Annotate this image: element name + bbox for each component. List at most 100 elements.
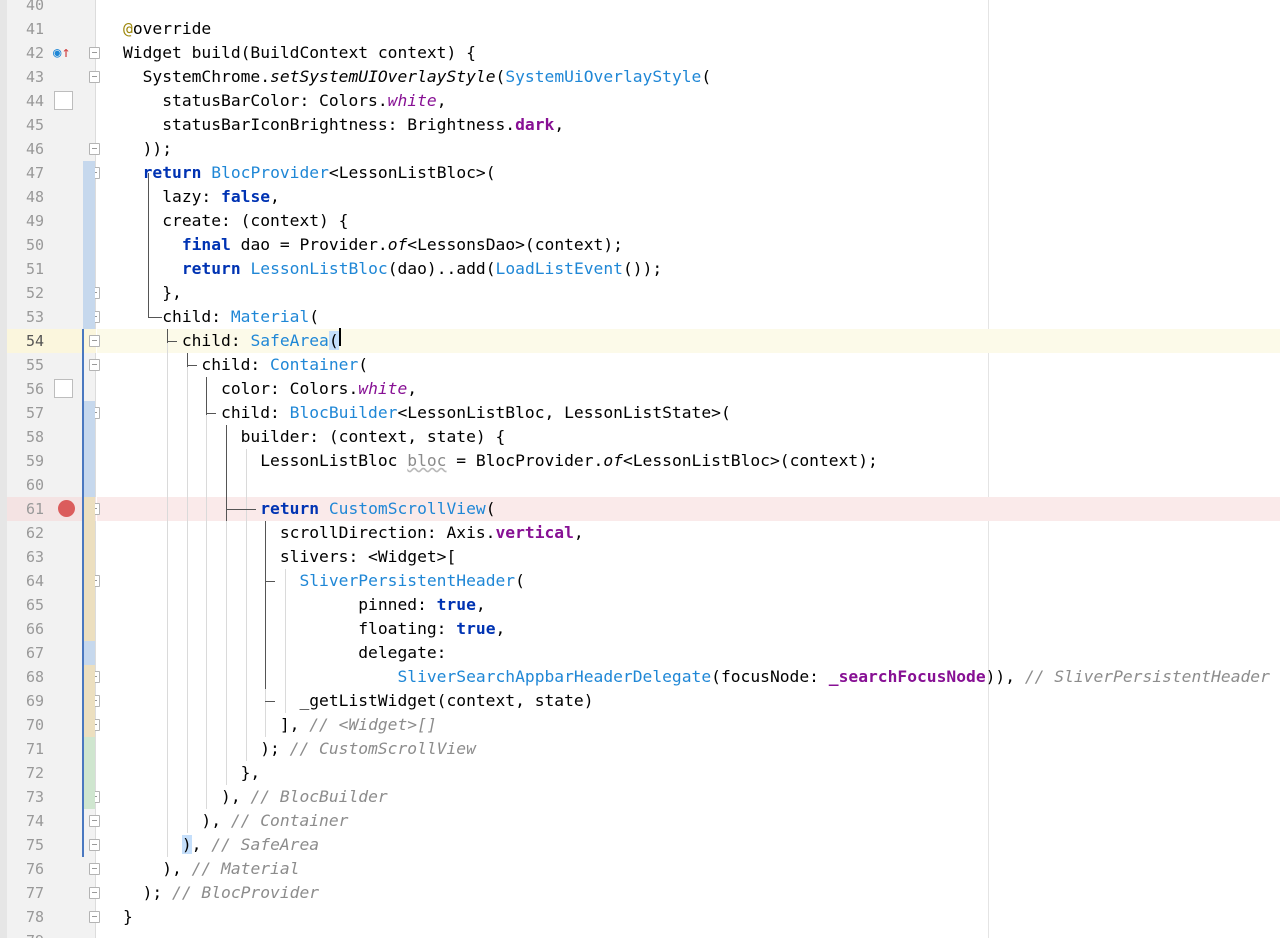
line-number[interactable]: 50 <box>25 236 44 254</box>
code-line[interactable]: 63 slivers: <Widget>[ <box>0 545 1280 569</box>
fold-toggle-icon[interactable] <box>89 143 100 155</box>
line-number[interactable]: 58 <box>25 428 44 446</box>
code-text[interactable]: ), // Container <box>123 811 349 830</box>
line-number[interactable]: 78 <box>25 908 44 926</box>
line-number[interactable]: 57 <box>25 404 44 422</box>
code-text[interactable]: pinned: true, <box>123 595 486 614</box>
code-text[interactable]: ), // SafeArea <box>181 835 320 854</box>
code-text[interactable]: child: Material( <box>123 307 320 326</box>
code-text[interactable]: return LessonListBloc(dao)..add(LoadList… <box>181 259 663 278</box>
line-number[interactable]: 70 <box>25 716 44 734</box>
code-text[interactable]: return CustomScrollView( <box>260 499 496 518</box>
code-text[interactable]: scrollDirection: Axis.vertical, <box>123 523 584 542</box>
line-number[interactable]: 59 <box>25 452 44 470</box>
color-swatch-white[interactable] <box>54 379 73 398</box>
code-text[interactable]: builder: (context, state) { <box>123 427 506 446</box>
line-number[interactable]: 72 <box>25 764 44 782</box>
line-number[interactable]: 48 <box>25 188 44 206</box>
line-number[interactable]: 71 <box>25 740 44 758</box>
code-line[interactable]: 48 lazy: false, <box>0 185 1280 209</box>
code-text[interactable]: @override <box>123 19 212 38</box>
line-number[interactable]: 60 <box>25 476 44 494</box>
code-text[interactable]: _getListWidget(context, state) <box>123 691 594 710</box>
line-number[interactable]: 74 <box>25 812 44 830</box>
line-number[interactable]: 55 <box>25 356 44 374</box>
code-text[interactable]: child: Container( <box>123 355 369 374</box>
line-number[interactable]: 65 <box>25 596 44 614</box>
gutter[interactable] <box>0 0 96 938</box>
code-line[interactable]: 43 SystemChrome.setSystemUIOverlayStyle(… <box>0 65 1280 89</box>
code-line[interactable]: 56 color: Colors.white, <box>0 377 1280 401</box>
line-number[interactable]: 45 <box>25 116 44 134</box>
line-number[interactable]: 42 <box>25 44 44 62</box>
fold-toggle-icon[interactable] <box>89 863 100 875</box>
code-text[interactable]: ); // CustomScrollView <box>260 739 476 758</box>
code-text[interactable]: floating: true, <box>123 619 506 638</box>
code-line[interactable]: 69 _getListWidget(context, state) <box>0 689 1280 713</box>
code-line[interactable]: 79 <box>0 929 1280 938</box>
code-line[interactable]: 40 <box>0 0 1280 17</box>
fold-toggle-icon[interactable] <box>89 359 100 371</box>
line-number[interactable]: 44 <box>25 92 44 110</box>
line-number[interactable]: 63 <box>25 548 44 566</box>
code-line[interactable]: 73 ), // BlocBuilder <box>0 785 1280 809</box>
code-text[interactable]: statusBarColor: Colors.white, <box>123 91 447 110</box>
color-swatch-white[interactable] <box>54 91 73 110</box>
code-text[interactable]: }, <box>123 283 182 302</box>
code-line[interactable]: 59 LessonListBloc bloc = BlocProvider.of… <box>0 449 1280 473</box>
code-line[interactable]: 65 pinned: true, <box>0 593 1280 617</box>
line-number[interactable]: 51 <box>25 260 44 278</box>
breakpoint-icon[interactable] <box>58 500 75 517</box>
line-number[interactable]: 56 <box>25 380 44 398</box>
code-line[interactable]: 78} <box>0 905 1280 929</box>
line-number[interactable]: 41 <box>25 20 44 38</box>
code-text[interactable]: color: Colors.white, <box>123 379 418 398</box>
line-number[interactable]: 77 <box>25 884 44 902</box>
code-line[interactable]: 61 return CustomScrollView( <box>0 497 1280 521</box>
code-text[interactable]: delegate: <box>358 643 447 662</box>
code-line[interactable]: 70 ], // <Widget>[] <box>0 713 1280 737</box>
code-text[interactable]: LessonListBloc bloc = BlocProvider.of<Le… <box>123 451 878 470</box>
code-text[interactable]: ), // BlocBuilder <box>221 787 388 806</box>
code-line[interactable]: 67 delegate: <box>0 641 1280 665</box>
code-line[interactable]: 62 scrollDirection: Axis.vertical, <box>0 521 1280 545</box>
code-line[interactable]: 47 return BlocProvider<LessonListBloc>( <box>0 161 1280 185</box>
code-text[interactable]: }, <box>123 763 261 782</box>
fold-toggle-icon[interactable] <box>89 47 100 59</box>
code-line[interactable]: 58 builder: (context, state) { <box>0 425 1280 449</box>
fold-toggle-icon[interactable] <box>89 335 100 347</box>
code-line[interactable]: 74 ), // Container <box>0 809 1280 833</box>
code-text[interactable]: SystemChrome.setSystemUIOverlayStyle(Sys… <box>123 67 712 86</box>
line-number[interactable]: 73 <box>25 788 44 806</box>
code-line[interactable]: 77 ); // BlocProvider <box>0 881 1280 905</box>
code-text[interactable]: ), // Material <box>123 859 300 878</box>
line-number[interactable]: 66 <box>25 620 44 638</box>
line-number[interactable]: 49 <box>25 212 44 230</box>
fold-toggle-icon[interactable] <box>89 839 100 851</box>
code-line[interactable]: 55 child: Container( <box>0 353 1280 377</box>
code-line[interactable]: 76 ), // Material <box>0 857 1280 881</box>
fold-toggle-icon[interactable] <box>89 887 100 899</box>
fold-toggle-icon[interactable] <box>89 911 100 923</box>
line-number[interactable]: 46 <box>25 140 44 158</box>
code-text[interactable]: } <box>123 907 133 926</box>
line-number[interactable]: 43 <box>25 68 44 86</box>
code-line[interactable]: 52 }, <box>0 281 1280 305</box>
code-line[interactable]: 51 return LessonListBloc(dao)..add(LoadL… <box>0 257 1280 281</box>
code-text[interactable]: statusBarIconBrightness: Brightness.dark… <box>123 115 565 134</box>
code-line[interactable]: 41 @override <box>0 17 1280 41</box>
fold-toggle-icon[interactable] <box>89 71 100 83</box>
line-number[interactable]: 67 <box>25 644 44 662</box>
code-text[interactable]: SliverPersistentHeader( <box>299 571 525 590</box>
code-text[interactable]: child: SafeArea( <box>123 331 339 350</box>
code-text[interactable]: ], // <Widget>[] <box>123 715 437 734</box>
code-line[interactable]: 72 }, <box>0 761 1280 785</box>
fold-toggle-icon[interactable] <box>89 815 100 827</box>
code-line[interactable]: 60 <box>0 473 1280 497</box>
code-text[interactable]: )); <box>123 139 173 158</box>
code-text[interactable]: final dao = Provider.of<LessonsDao>(cont… <box>181 235 623 254</box>
code-line[interactable]: 66 floating: true, <box>0 617 1280 641</box>
code-line[interactable]: 44 statusBarColor: Colors.white, <box>0 89 1280 113</box>
